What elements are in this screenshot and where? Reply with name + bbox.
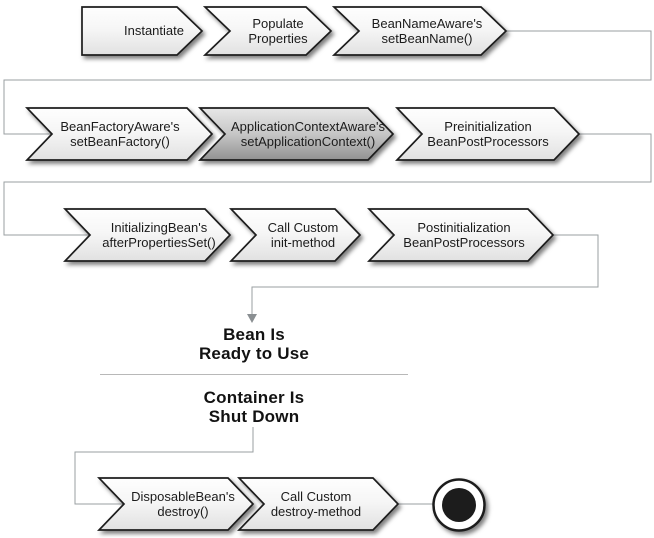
- step-line: afterPropertiesSet(): [102, 235, 216, 250]
- step-line: BeanFactoryAware's: [60, 118, 180, 134]
- step-line: Properties: [248, 31, 308, 46]
- connectors: [3, 30, 652, 505]
- step-shapes: [25, 6, 581, 531]
- step-post-init-processors: Postinitialization BeanPostProcessors: [394, 209, 534, 261]
- step-set-bean-factory: BeanFactoryAware's setBeanFactory(): [50, 108, 190, 160]
- step-set-bean-name: BeanNameAware's setBeanName(): [360, 7, 494, 55]
- step-line: BeanPostProcessors: [403, 235, 525, 250]
- step-line: init-method: [270, 235, 336, 250]
- step-line: setBeanName(): [381, 31, 473, 46]
- step-set-application-context: ApplicationContextAware's setApplication…: [223, 108, 393, 160]
- step-line: Postinitialization: [417, 219, 511, 235]
- step-line: BeanNameAware's: [371, 15, 483, 31]
- step-line: destroy-method: [270, 504, 362, 519]
- step-shape-after-properties-set: [63, 208, 232, 262]
- step-shape-populate-properties: [202, 6, 333, 56]
- step-after-properties-set: InitializingBean's afterPropertiesSet(): [89, 209, 229, 261]
- step-line: Call Custom: [267, 219, 339, 235]
- step-line: ApplicationContextAware's: [231, 118, 385, 134]
- step-shape-set-bean-factory: [25, 107, 214, 161]
- connector-row2-to-row3: [3, 133, 652, 236]
- step-line: BeanPostProcessors: [427, 134, 549, 149]
- step-line: InitializingBean's: [110, 219, 208, 235]
- step-line: Instantiate: [124, 23, 184, 39]
- step-line: DisposableBean's: [131, 488, 235, 504]
- end-state-icon: [432, 478, 486, 532]
- step-pre-init-processors: Preinitialization BeanPostProcessors: [418, 108, 558, 160]
- step-shape-post-init-processors: [367, 208, 555, 262]
- step-populate-properties: Populate Properties: [231, 7, 325, 55]
- milestone-line: Bean Is: [223, 325, 285, 344]
- connector-shutdown-to-destroy: [74, 427, 254, 505]
- step-custom-init: Call Custom init-method: [258, 209, 348, 261]
- step-instantiate: Instantiate: [107, 7, 201, 55]
- step-line: Populate: [252, 15, 304, 31]
- end-state-dot: [442, 488, 476, 522]
- connector-row3-to-ready: [251, 234, 599, 314]
- step-destroy: DisposableBean's destroy(): [113, 478, 253, 530]
- label-bean-ready: Bean Is Ready to Use: [154, 325, 354, 363]
- step-shape-custom-init: [229, 208, 362, 262]
- step-line: setApplicationContext(): [240, 134, 376, 149]
- step-shape-custom-destroy: [237, 477, 400, 531]
- step-line: setBeanFactory(): [70, 134, 170, 149]
- step-shape-destroy: [97, 477, 255, 531]
- step-shape-set-bean-name: [331, 6, 508, 56]
- connector-row1-to-row2: [3, 30, 652, 135]
- step-line: destroy(): [157, 504, 209, 519]
- arrowhead-icon: [247, 314, 257, 323]
- milestone-line: Container Is: [203, 388, 305, 407]
- milestone-line: Shut Down: [208, 407, 300, 426]
- step-line: Call Custom: [280, 488, 352, 504]
- step-line: Preinitialization: [444, 118, 532, 134]
- step-shape-pre-init-processors: [395, 107, 581, 161]
- step-shape-instantiate: [81, 6, 204, 56]
- step-shape-set-application-context: [198, 107, 395, 161]
- label-container-shutdown: Container Is Shut Down: [154, 388, 354, 426]
- milestone-line: Ready to Use: [198, 344, 310, 363]
- step-custom-destroy: Call Custom destroy-method: [246, 478, 386, 530]
